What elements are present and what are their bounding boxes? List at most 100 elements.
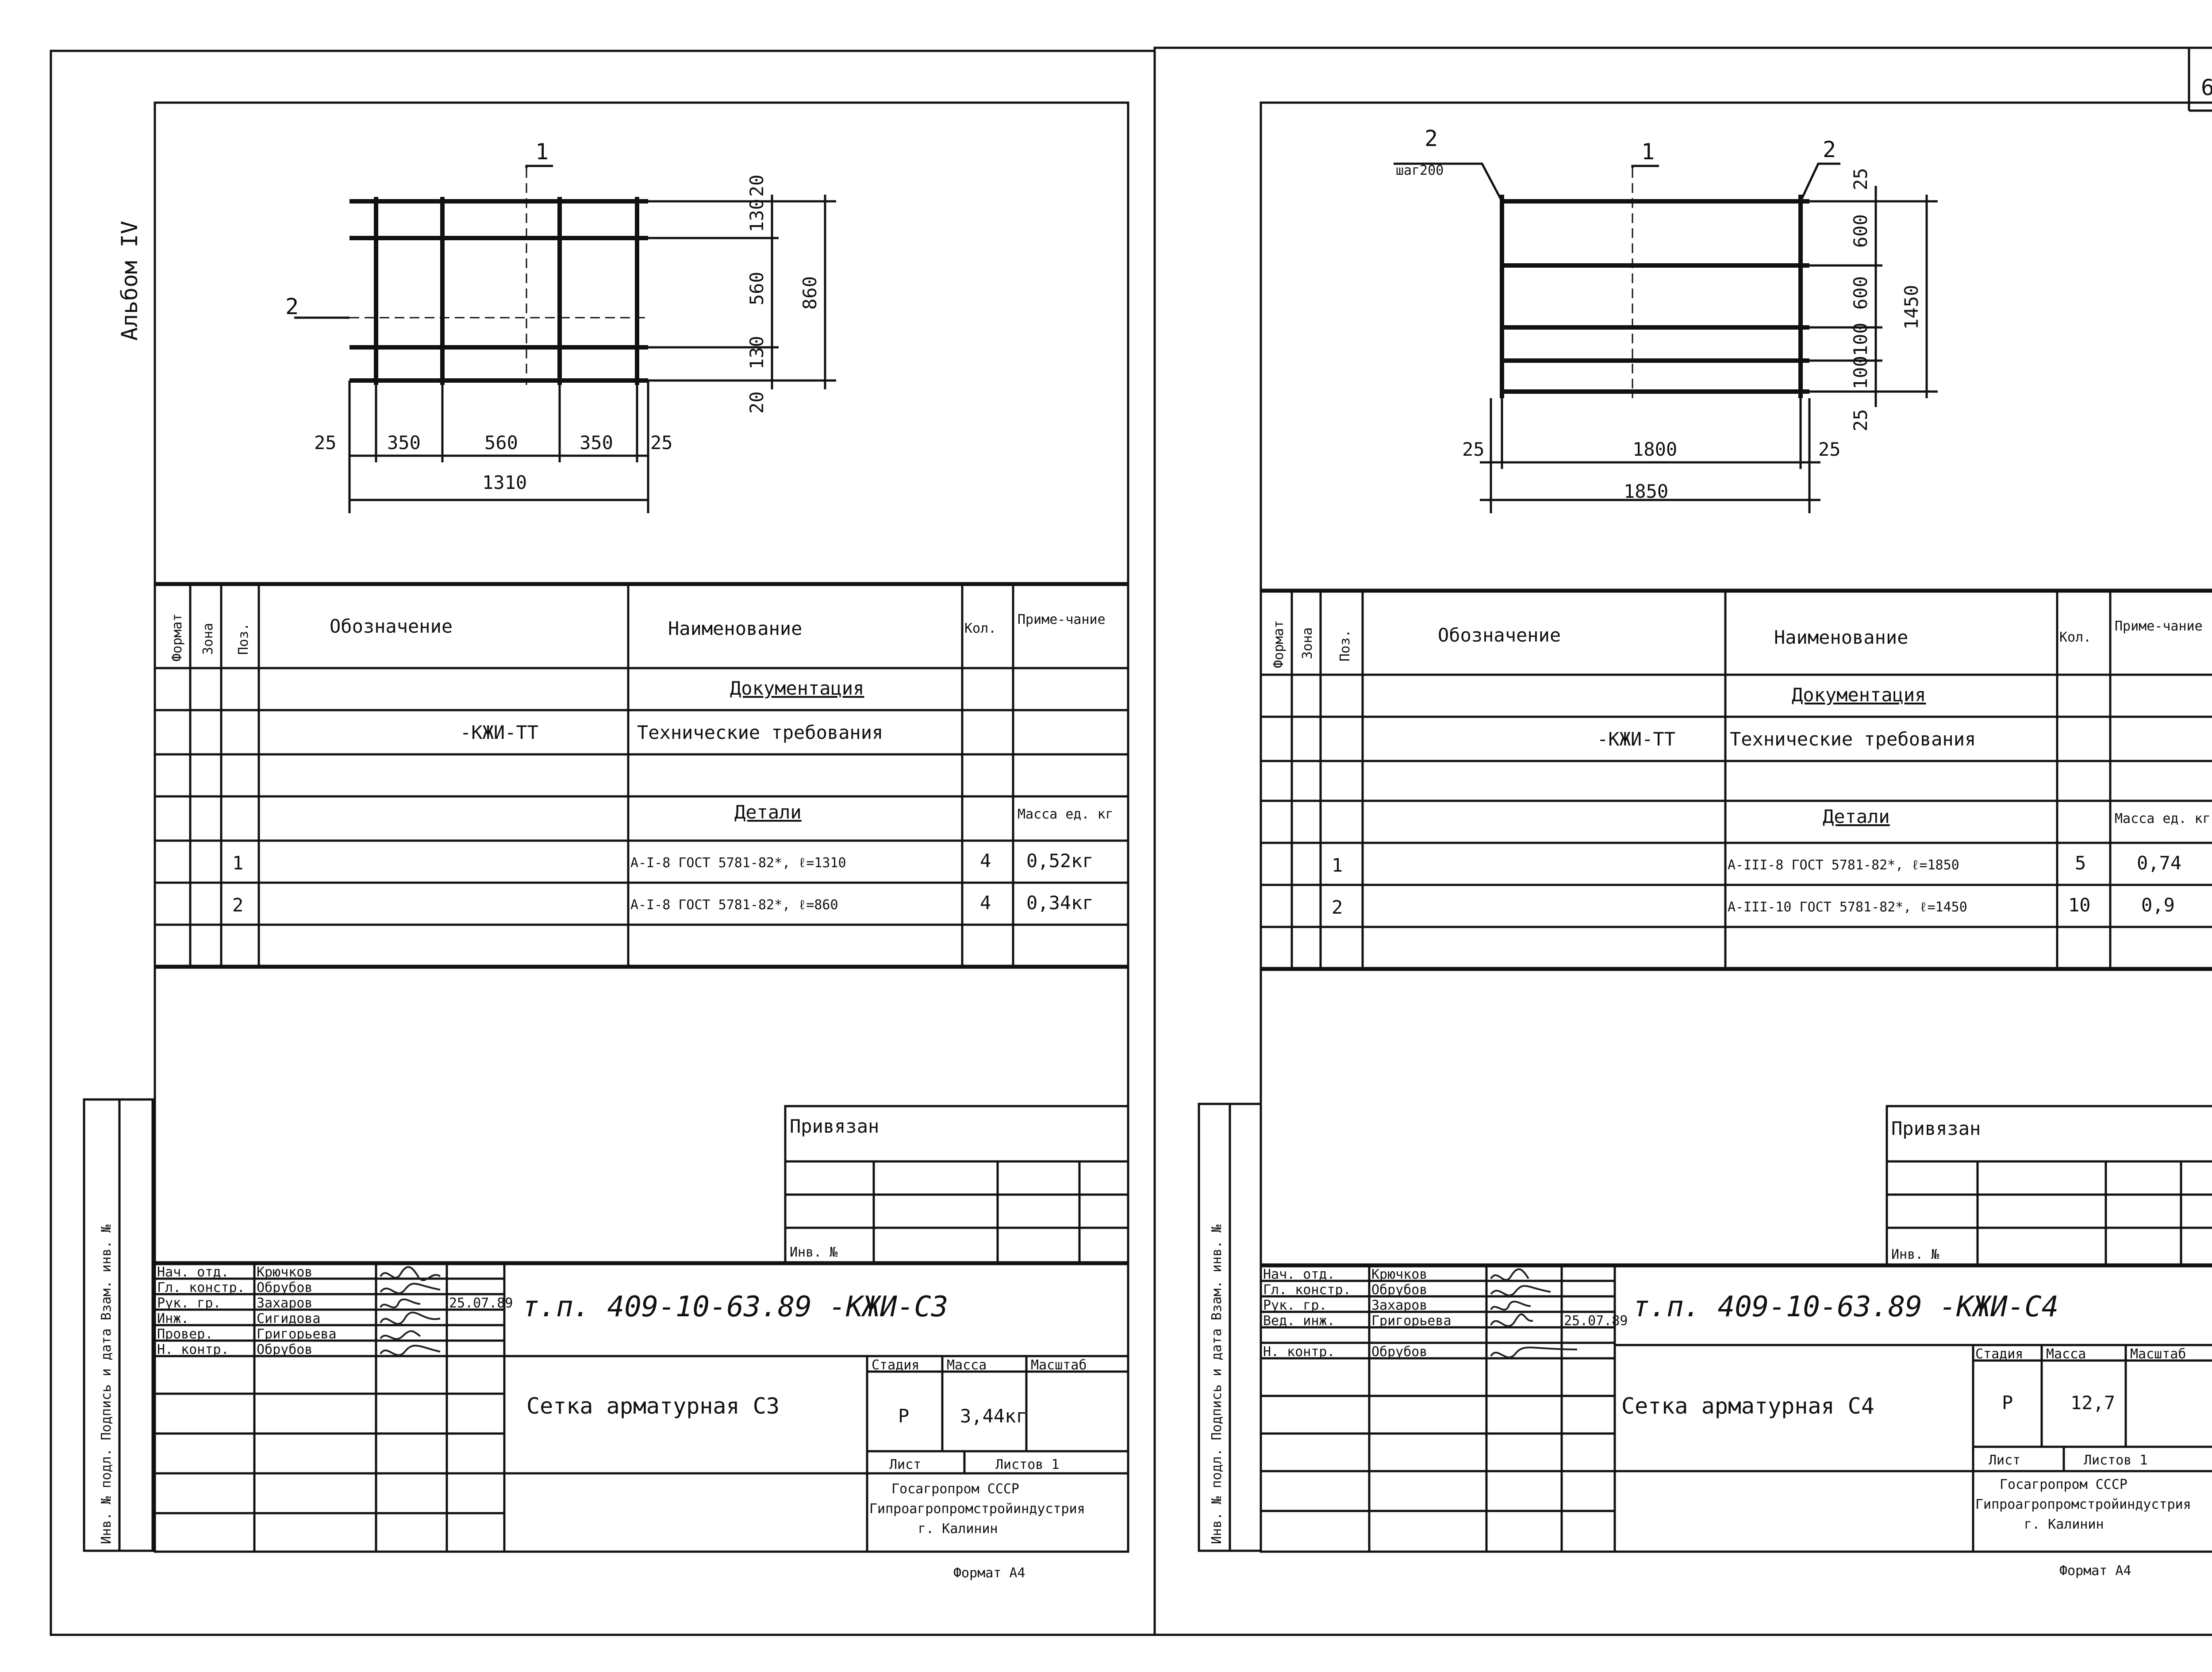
left-dim-r2: 560 xyxy=(746,272,768,305)
right-org-0: Госагропром СССР xyxy=(2000,1477,2128,1492)
right-doc-title: Сетка арматурная С4 xyxy=(1621,1393,1874,1419)
left-side-strip: Инв. № подл. Подпись и дата Взам. инв. № xyxy=(83,1098,154,1552)
left-row4-note: 0,52кг xyxy=(1026,850,1094,872)
right-side-strip: Инв. № подл. Подпись и дата Взам. инв. № xyxy=(1198,1103,1262,1552)
right-signature xyxy=(1490,1300,1531,1311)
right-row5-qty: 10 xyxy=(2068,894,2091,916)
left-spec-table: Формат Зона Поз. Обозначение Наименовани… xyxy=(155,582,1128,969)
right-row0-name: Документация xyxy=(1792,684,1926,706)
right-row4-name: А-III-8 ГОСТ 5781-82*, ℓ=1850 xyxy=(1728,857,1959,873)
right-sheet: Лист xyxy=(1989,1453,2020,1468)
left-doc-title: Сетка арматурная С3 xyxy=(526,1393,780,1419)
right-name-5: Обрубов xyxy=(1371,1344,1427,1360)
left-hdr-pos: Поз. xyxy=(236,623,251,655)
right-scale-hdr: Масштаб xyxy=(2130,1346,2186,1362)
right-mass: 12,7 xyxy=(2070,1392,2115,1414)
left-signature xyxy=(380,1266,441,1281)
right-inner-frame xyxy=(1260,101,2212,1553)
right-signature xyxy=(1490,1268,1529,1281)
left-name-3: Сигидова xyxy=(257,1311,321,1326)
right-stage-hdr: Стадия xyxy=(1975,1346,2023,1362)
left-hdr-zone: Зона xyxy=(200,623,216,655)
left-stage: Р xyxy=(898,1405,909,1427)
left-dim-r0: 20 xyxy=(746,174,768,197)
right-row3-name: Детали xyxy=(1823,806,1890,827)
right-dim-b0: 25 xyxy=(1462,438,1485,460)
right-privyazan-box: Привязан Инв. № xyxy=(1886,1105,2212,1267)
right-signature xyxy=(1490,1285,1551,1296)
right-row3-note: Масса ед. кг xyxy=(2115,811,2211,826)
left-mass: 3,44кг xyxy=(960,1405,1027,1427)
page-number: 66 xyxy=(2201,75,2212,100)
right-row5-name: А-III-10 ГОСТ 5781-82*, ℓ=1450 xyxy=(1728,899,1967,915)
left-format: Формат А4 xyxy=(953,1565,1025,1581)
left-scale-hdr: Масштаб xyxy=(1031,1357,1087,1373)
right-dim-r5: 25 xyxy=(1850,409,1871,431)
left-row1-code: -КЖИ-ТТ xyxy=(460,722,538,743)
right-org-2: г. Калинин xyxy=(2024,1517,2104,1532)
right-row1-name: Технические требования xyxy=(1730,728,1976,750)
left-stage-hdr: Стадия xyxy=(872,1357,919,1373)
left-hdr-qty: Кол. xyxy=(964,621,996,636)
right-hdr-format: Формат xyxy=(1271,620,1286,668)
left-dim-b1: 350 xyxy=(387,432,421,454)
right-dim-r4: 100 xyxy=(1850,356,1871,389)
left-role-1: Гл. констр. xyxy=(157,1280,245,1295)
left-row5-note: 0,34кг xyxy=(1026,892,1094,914)
left-privyazan-box: Привязан Инв. № xyxy=(784,1105,1129,1265)
right-hdr-pos: Поз. xyxy=(1337,630,1353,661)
left-sheet: Лист xyxy=(889,1457,921,1472)
right-mass-hdr: Масса xyxy=(2046,1346,2086,1362)
left-signature xyxy=(380,1330,421,1340)
left-name-1: Обрубов xyxy=(257,1280,312,1295)
left-name-4: Григорьева xyxy=(257,1326,337,1342)
right-name-1: Обрубов xyxy=(1371,1282,1427,1298)
right-privyazan: Привязан xyxy=(1891,1118,1981,1139)
left-privyazan: Привязан xyxy=(790,1115,879,1137)
right-dim-b2: 25 xyxy=(1818,438,1841,460)
right-doc-code: т.п. 409-10-63.89 -КЖИ-С4 xyxy=(1632,1291,2058,1323)
right-role-1: Гл. констр. xyxy=(1263,1282,1351,1298)
right-inv-no: Инв. № xyxy=(1891,1247,1939,1262)
left-signature xyxy=(380,1283,441,1294)
right-dim-total-b: 1850 xyxy=(1624,480,1668,502)
right-role-0: Нач. отд. xyxy=(1263,1267,1335,1282)
right-hdr-qty: Кол. xyxy=(2059,630,2091,645)
left-org-0: Госагропром СССР xyxy=(891,1481,1019,1497)
right-role-3: Вед. инж. xyxy=(1263,1313,1335,1329)
right-side-strip-text: Инв. № подл. Подпись и дата Взам. инв. № xyxy=(1209,1225,1225,1544)
page-number-box: 66 xyxy=(2188,48,2212,112)
right-step-label: шаг200 xyxy=(1396,163,1444,178)
left-dim-total-b: 1310 xyxy=(482,472,527,493)
right-pos1-label: 1 xyxy=(1641,139,1655,165)
right-stage: Р xyxy=(2002,1392,2013,1414)
left-signature xyxy=(380,1298,421,1309)
left-signature xyxy=(380,1345,441,1356)
left-role-3: Инж. xyxy=(157,1311,189,1326)
left-title-block: Нач. отд. Гл. констр. Рук. гр. Инж. Пров… xyxy=(155,1261,1128,1581)
left-row1-name: Технические требования xyxy=(637,722,883,743)
left-org-2: г. Калинин xyxy=(918,1521,998,1537)
left-hdr-note: Приме-чание xyxy=(1018,612,1106,627)
right-name-0: Крючков xyxy=(1371,1267,1427,1282)
left-name-2: Захаров xyxy=(257,1295,312,1311)
right-dim-total-r: 1450 xyxy=(1901,285,1922,330)
right-signature xyxy=(1490,1346,1578,1358)
left-dim-r1: 130 xyxy=(746,199,768,232)
left-pos1-label: 1 xyxy=(535,139,549,165)
left-dim-r3: 130 xyxy=(746,336,768,369)
right-format: Формат А4 xyxy=(2059,1563,2131,1579)
left-row0-name: Документация xyxy=(730,677,864,699)
right-hdr-code: Обозначение xyxy=(1438,624,1561,646)
left-row4-qty: 4 xyxy=(980,850,991,872)
right-row4-note: 0,74 xyxy=(2137,852,2181,874)
right-org-1: Гипроагропромстройиндустрия xyxy=(1975,1497,2191,1512)
right-hdr-note: Приме-чание xyxy=(2115,619,2203,634)
right-sheet: 1 2 шаг200 2 25 1800 25 1850 xyxy=(1198,101,2212,1579)
right-row5-pos: 2 xyxy=(1332,896,1343,918)
left-row4-pos: 1 xyxy=(232,852,243,874)
left-row4-name: А-I-8 ГОСТ 5781-82*, ℓ=1310 xyxy=(630,855,846,871)
left-dim-b0: 25 xyxy=(314,432,337,454)
right-row4-pos: 1 xyxy=(1332,854,1343,876)
